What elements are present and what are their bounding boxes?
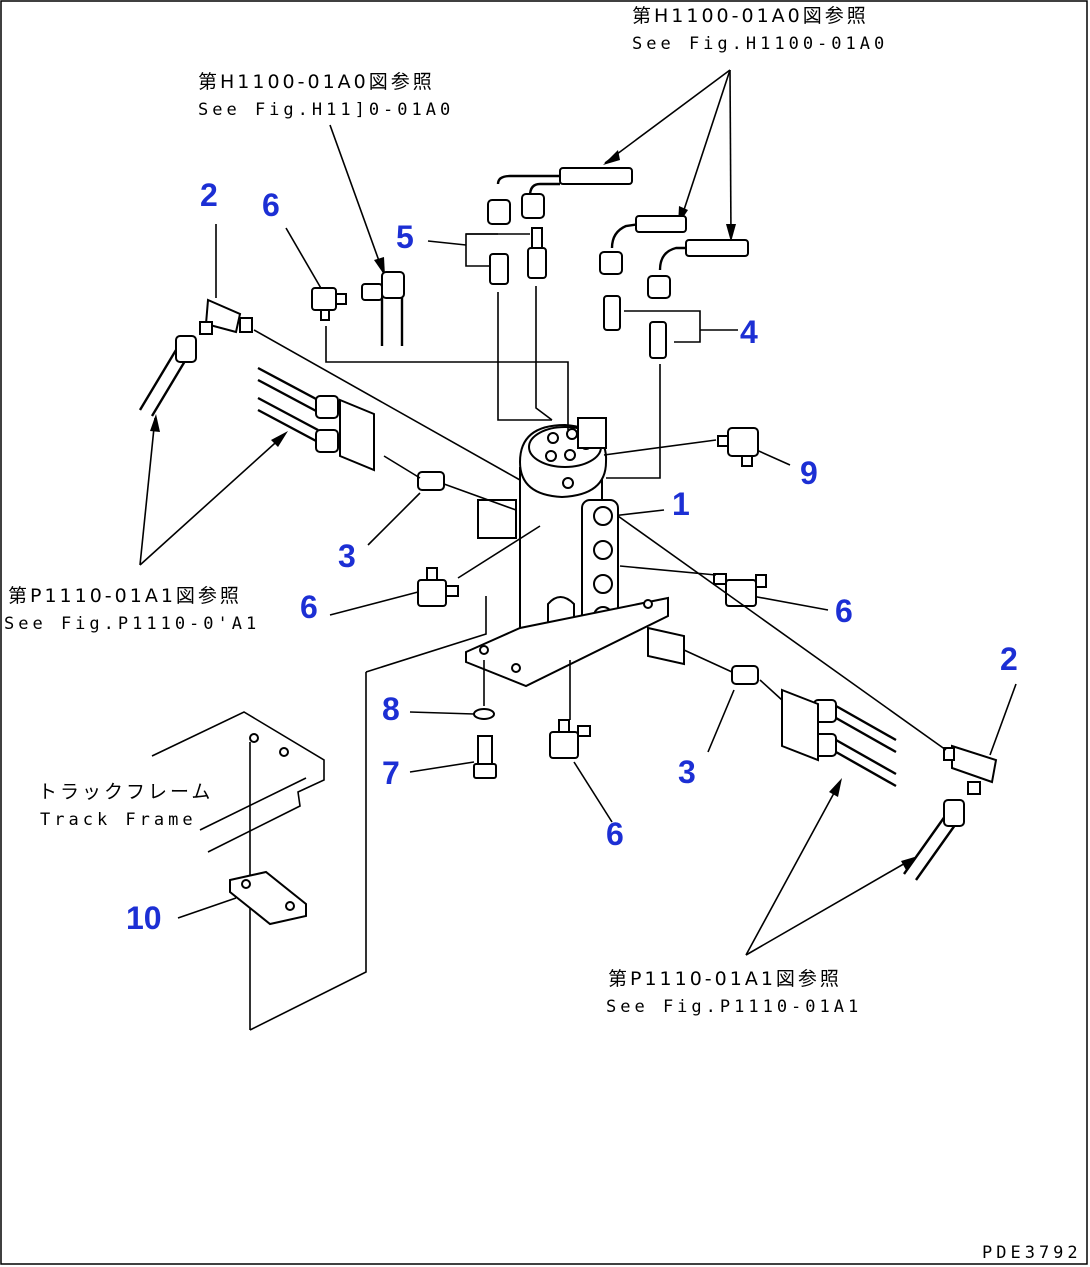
elbow-fittings-6 [311, 287, 767, 759]
swivel-joint [465, 417, 685, 688]
leader-lines [177, 224, 1017, 919]
callout-2-left: 2 [200, 177, 218, 213]
ref-left-en: See Fig.P1110-0'A1 [4, 614, 260, 634]
ref-bottom-right-en: See Fig.P1110-01A1 [606, 997, 862, 1017]
callout-6-right: 6 [835, 593, 853, 629]
track-frame-en: Track Frame [40, 810, 197, 830]
ref-top-right-en: See Fig.H1100-01A0 [632, 34, 888, 54]
drawing-code: PDE3792 [982, 1243, 1082, 1263]
callout-3-right: 3 [678, 754, 696, 790]
callout-6-left: 6 [300, 589, 318, 625]
callout-5: 5 [396, 219, 414, 255]
callout-2-right: 2 [1000, 641, 1018, 677]
connection-lines [249, 286, 947, 1031]
callout-6-bottom: 6 [606, 816, 624, 852]
hoses [138, 167, 965, 881]
ref-top-left-en: See Fig.H11]0-01A0 [198, 100, 454, 120]
ref-bottom-right-jp: 第P1110-01A1図参照 [608, 968, 842, 990]
elbows-2 [199, 298, 998, 795]
track-frame [151, 711, 325, 1030]
reference-arrows [139, 69, 918, 956]
callout-7: 7 [382, 755, 400, 791]
ref-left-jp: 第P1110-01A1図参照 [8, 585, 242, 607]
callout-9: 9 [800, 455, 818, 491]
callout-6-upper-left: 6 [262, 187, 280, 223]
callout-4: 4 [740, 314, 758, 350]
callout-8: 8 [382, 691, 400, 727]
track-frame-jp: トラックフレーム [38, 781, 213, 803]
ref-top-left-jp: 第H1100-01A0図参照 [198, 71, 435, 93]
callout-10: 10 [126, 900, 162, 936]
callout-1: 1 [672, 486, 690, 522]
elbow-9 [717, 427, 759, 467]
ref-top-right-jp: 第H1100-01A0図参照 [632, 5, 869, 27]
washer-bolt [473, 708, 497, 779]
callout-3-left: 3 [338, 538, 356, 574]
